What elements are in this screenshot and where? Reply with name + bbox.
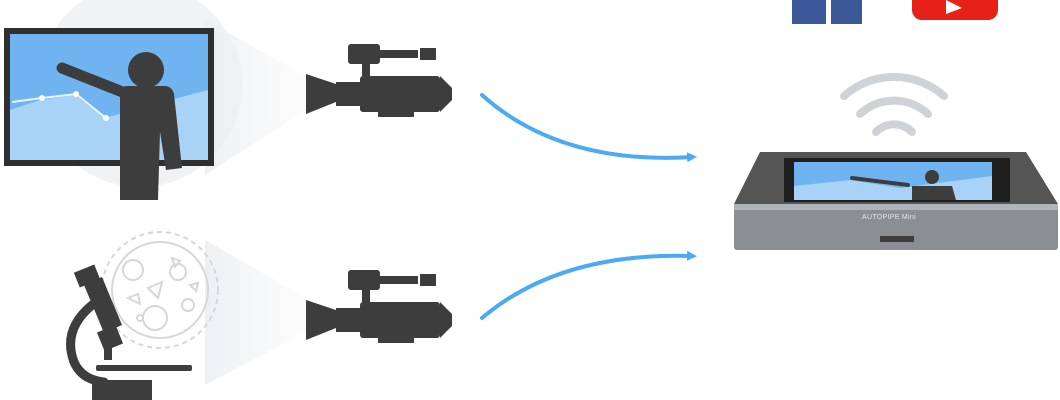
device-port <box>880 236 914 242</box>
presentation-source <box>4 0 310 200</box>
device-label: AUTOPIPE Mini <box>862 214 916 221</box>
specimen-icon <box>101 231 219 349</box>
encoder-device: AUTOPIPE Mini <box>734 152 1058 250</box>
youtube-icon <box>912 0 998 20</box>
presentation-screen-icon <box>4 28 214 166</box>
camera-beam-bottom <box>205 240 310 385</box>
microscope-icon <box>66 264 192 400</box>
arrow-bottom <box>480 250 697 320</box>
arrow-top <box>480 93 697 163</box>
camera-bottom-icon <box>306 270 452 343</box>
device-front-panel <box>734 204 1058 250</box>
facebook-icon <box>792 0 862 24</box>
camera-top-icon <box>306 44 452 117</box>
camera-beam-top <box>205 20 310 175</box>
presenter-icon <box>56 52 182 200</box>
device-screen <box>784 158 1010 202</box>
wifi-icon <box>840 72 948 136</box>
microscope-source <box>66 231 310 400</box>
